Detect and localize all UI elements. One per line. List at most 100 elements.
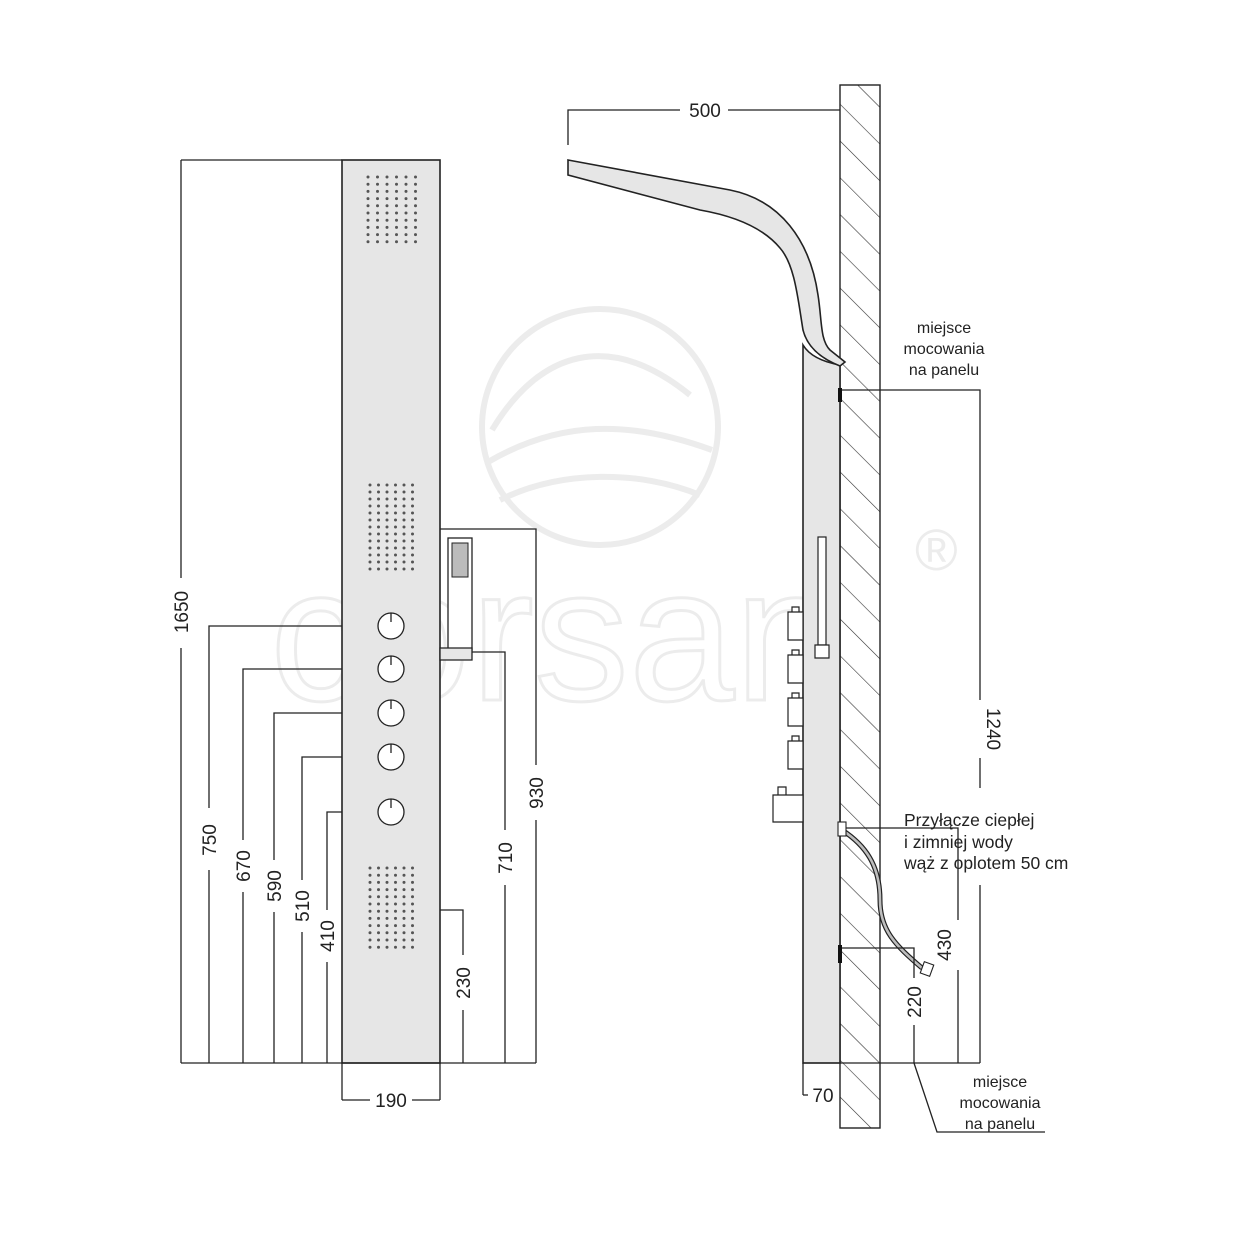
- jet-hole: [404, 204, 408, 208]
- jet-hole: [377, 945, 380, 949]
- jet-hole: [395, 240, 398, 244]
- jet-hole: [385, 546, 389, 550]
- watermark-registered-mark: ®: [915, 518, 958, 583]
- jet-hole: [402, 880, 406, 884]
- dim-190-label: 190: [375, 1091, 407, 1112]
- jet-hole: [385, 490, 389, 494]
- jet-hole: [376, 240, 379, 244]
- jet-hole: [377, 909, 380, 913]
- jet-hole: [394, 567, 397, 571]
- jet-hole: [402, 888, 406, 892]
- jet-hole: [411, 931, 414, 935]
- dim-knob-1: 750: [200, 625, 342, 1063]
- jet-hole: [385, 916, 389, 920]
- jet-hole: [395, 182, 398, 186]
- jet-hole: [377, 490, 380, 494]
- jet-hole: [385, 924, 389, 928]
- jet-hole: [394, 873, 397, 877]
- jet-hole: [404, 175, 408, 179]
- jet-hole: [402, 553, 406, 557]
- jet-hole: [377, 902, 380, 906]
- jet-hole: [414, 197, 417, 201]
- jet-hole: [411, 916, 414, 920]
- jet-hole: [385, 553, 389, 557]
- jet-hole: [385, 931, 389, 935]
- dim-430-label: 430: [935, 929, 956, 961]
- jet-hole: [394, 880, 397, 884]
- jet-hole: [368, 902, 372, 906]
- control-knobs: [377, 612, 405, 826]
- jet-hole: [368, 924, 372, 928]
- jet-hole: [402, 483, 406, 487]
- dim-1240-label: 1240: [982, 708, 1003, 750]
- mount-marker-top: [838, 388, 842, 402]
- jet-hole: [411, 532, 414, 536]
- jet-hole: [404, 233, 408, 237]
- watermark-logo-icon: [479, 306, 721, 548]
- jet-hole: [394, 532, 397, 536]
- note-mount-top-line-1: miejsce: [917, 320, 971, 337]
- jet-hole: [377, 931, 380, 935]
- jet-hole: [411, 560, 414, 564]
- jet-hole: [368, 532, 372, 536]
- jet-hole: [402, 866, 406, 870]
- jet-hole: [394, 902, 397, 906]
- jet-hole: [376, 197, 379, 201]
- jet-hole: [385, 532, 389, 536]
- jet-hole: [402, 518, 406, 522]
- jet-hole: [404, 211, 408, 215]
- note-inlet-line-1: Przyłącze ciepłej: [904, 810, 1034, 830]
- jet-hole: [366, 233, 370, 237]
- dim-410-label: 410: [318, 920, 339, 952]
- dim-knob-3: 590: [265, 712, 342, 1063]
- jet-hole: [385, 909, 389, 913]
- jet-hole: [411, 525, 414, 529]
- note-inlet-line-2: i zimniej wody: [904, 832, 1013, 852]
- jet-hole: [377, 873, 380, 877]
- jet-hole: [394, 553, 397, 557]
- jet-hole: [385, 888, 389, 892]
- dim-lower-mount: 220: [842, 947, 926, 1063]
- jet-hole: [366, 211, 370, 215]
- jet-hole: [385, 880, 389, 884]
- jet-hole: [385, 539, 389, 543]
- jet-hole: [368, 497, 372, 501]
- jet-hole: [411, 880, 414, 884]
- dim-bottom-jets: 230: [440, 909, 475, 1063]
- jet-hole: [385, 504, 389, 508]
- jet-hole: [385, 866, 389, 870]
- jet-hole: [377, 483, 380, 487]
- jet-hole: [404, 225, 408, 229]
- side-knobs: [787, 606, 804, 770]
- jet-hole: [404, 218, 408, 222]
- dim-depth: 70: [802, 1063, 834, 1107]
- jet-hole: [411, 553, 414, 557]
- dim-220-label: 220: [905, 986, 926, 1018]
- jet-hole: [414, 218, 417, 222]
- jet-hole: [385, 567, 389, 571]
- bottom-jet-grid: [368, 866, 414, 949]
- jet-hole: [411, 504, 414, 508]
- jet-hole: [368, 539, 372, 543]
- jet-hole: [377, 567, 380, 571]
- top-jet-grid: [366, 175, 417, 244]
- note-mount-top-line-2: mocowania: [904, 341, 985, 358]
- jet-hole: [377, 880, 380, 884]
- jet-hole: [394, 924, 397, 928]
- dim-width: 190: [341, 1063, 441, 1112]
- jet-hole: [366, 175, 370, 179]
- jet-hole: [368, 546, 372, 550]
- jet-hole: [394, 895, 397, 899]
- side-knob-icon: [787, 735, 804, 770]
- dim-inlet-height: 430: [846, 827, 959, 1063]
- jet-hole: [411, 518, 414, 522]
- jet-hole: [394, 490, 397, 494]
- jet-hole: [411, 909, 414, 913]
- jet-hole: [385, 518, 389, 522]
- jet-hole: [402, 924, 406, 928]
- jet-hole: [402, 902, 406, 906]
- jet-hole: [411, 888, 414, 892]
- dim-knob-2: 670: [234, 668, 342, 1063]
- jet-hole: [377, 888, 380, 892]
- jet-hole: [394, 497, 397, 501]
